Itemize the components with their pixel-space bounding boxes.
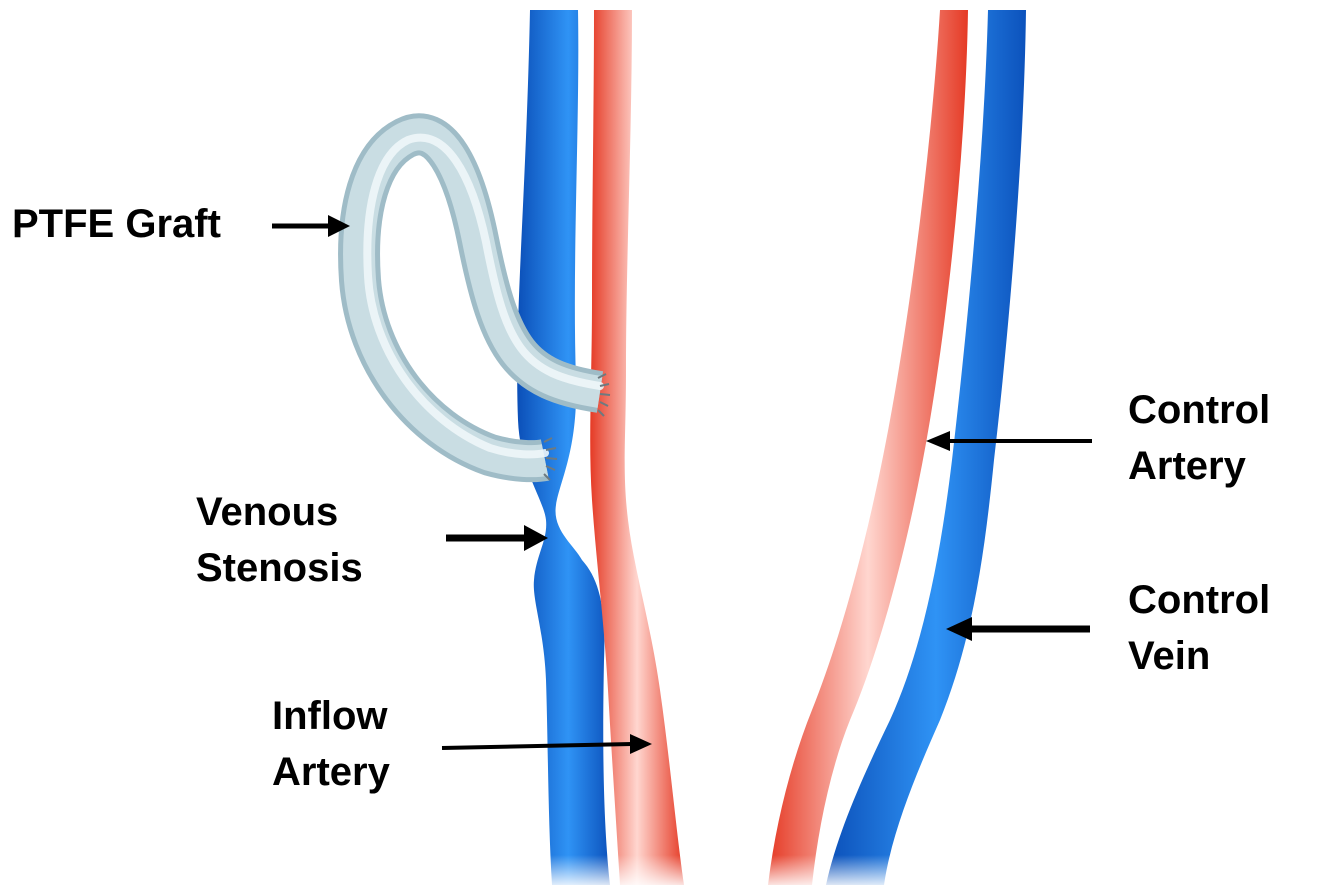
label-venous-stenosis-line1: Venous: [196, 484, 363, 540]
label-venous-stenosis-line2: Stenosis: [196, 540, 363, 596]
arrow-ptfe-graft: [272, 215, 350, 237]
control-vein-vessel: [826, 10, 1026, 885]
label-inflow-artery-line1: Inflow: [272, 688, 390, 744]
label-ptfe-graft-text: PTFE Graft: [12, 196, 221, 252]
control-artery-vessel: [768, 10, 968, 885]
arrow-control-vein: [946, 617, 1090, 641]
inflow-artery-vessel: [590, 10, 684, 885]
arrow-control-artery: [926, 431, 1092, 451]
arrow-venous-stenosis: [446, 525, 548, 551]
label-venous-stenosis: Venous Stenosis: [196, 484, 363, 596]
label-control-vein-line2: Vein: [1128, 628, 1270, 684]
label-inflow-artery-line2: Artery: [272, 744, 390, 800]
label-control-vein-line1: Control: [1128, 572, 1270, 628]
label-ptfe-graft: PTFE Graft: [12, 196, 221, 252]
bottom-fade: [500, 855, 1060, 890]
label-control-artery: Control Artery: [1128, 382, 1270, 494]
label-inflow-artery: Inflow Artery: [272, 688, 390, 800]
label-control-artery-line1: Control: [1128, 382, 1270, 438]
label-control-vein: Control Vein: [1128, 572, 1270, 684]
label-control-artery-line2: Artery: [1128, 438, 1270, 494]
